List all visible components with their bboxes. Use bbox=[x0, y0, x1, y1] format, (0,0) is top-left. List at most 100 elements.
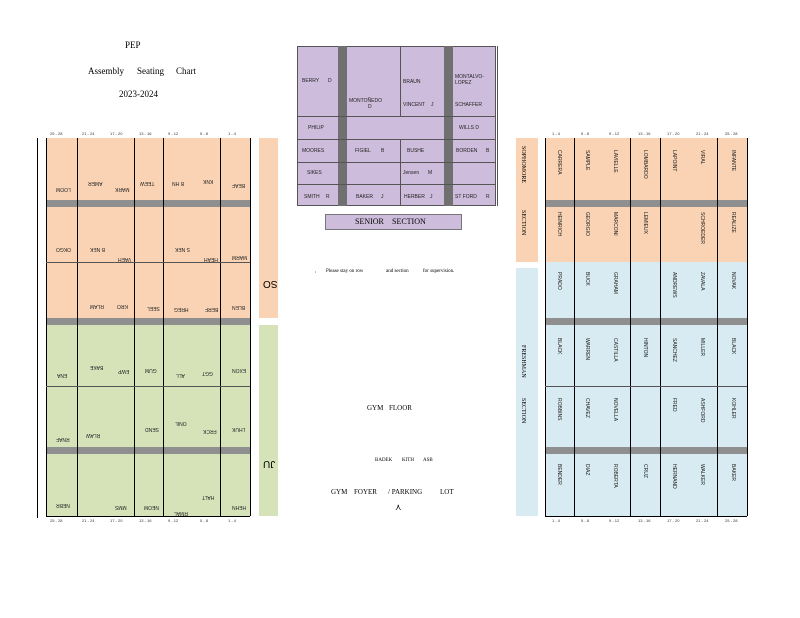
left-block-4 bbox=[46, 454, 250, 516]
left-seat: B NEK bbox=[90, 246, 106, 252]
senior-seat: M bbox=[428, 170, 433, 176]
left-tick-bottom: 5 - 8 bbox=[200, 518, 209, 523]
right-tick-bottom: 25 - 28 bbox=[725, 518, 738, 523]
left-tick-bottom: 9 - 12 bbox=[168, 518, 179, 523]
right-block-2 bbox=[545, 207, 747, 262]
right-seat: HINTON bbox=[642, 338, 648, 358]
left-seat: ALL bbox=[176, 372, 185, 378]
right-tick-bottom: 5 - 8 bbox=[581, 518, 590, 523]
left-seat: KNK bbox=[203, 178, 214, 184]
right-seat: BLACK bbox=[556, 338, 562, 355]
left-seat: BLEN bbox=[232, 304, 246, 310]
left-tick-bottom: 25 - 28 bbox=[50, 518, 63, 523]
foyer-b: FOYER bbox=[354, 488, 377, 496]
right-seat: BLACK bbox=[730, 338, 736, 355]
right-section-label: FRESHMAN bbox=[520, 345, 526, 378]
left-grid-line bbox=[163, 138, 164, 516]
note-text-b: and section bbox=[386, 269, 409, 274]
right-grid-line bbox=[545, 138, 546, 516]
right-seat: MARCONI bbox=[612, 212, 618, 236]
left-seat: EXON bbox=[232, 367, 247, 373]
senior-seat: MOORES bbox=[302, 148, 325, 154]
left-grid-line bbox=[77, 138, 78, 516]
right-seat: LOMBARDO bbox=[642, 150, 648, 179]
right-block-3 bbox=[545, 262, 747, 318]
senior-seat: BRAUN bbox=[403, 79, 421, 85]
right-seat: FRED bbox=[671, 398, 677, 412]
right-seat: INFANTE bbox=[730, 150, 736, 172]
left-seat: HREG bbox=[174, 306, 189, 312]
left-seat: KRO bbox=[117, 303, 128, 309]
left-seat: OKGO bbox=[56, 246, 72, 252]
right-seat: SAMPLE bbox=[584, 150, 590, 171]
senior-seat: BAKER bbox=[356, 194, 373, 200]
left-grid-line bbox=[220, 138, 221, 516]
right-seat: CRUZ bbox=[642, 464, 648, 478]
left-seat: MARM bbox=[232, 254, 248, 260]
left-seat: RLAM bbox=[90, 303, 104, 309]
left-seat: FRCK bbox=[203, 428, 217, 434]
right-seat: DIAZ bbox=[584, 464, 590, 476]
right-seat: MILLER bbox=[699, 338, 705, 357]
gym-floor-b: FLOOR bbox=[389, 404, 412, 412]
right-seat: SCHROEDER bbox=[699, 212, 705, 244]
left-seat: NEOM bbox=[144, 504, 159, 510]
senior-row-line bbox=[297, 162, 496, 163]
sophomore-label-strip bbox=[259, 138, 278, 318]
senior-seat: Jensen bbox=[403, 170, 420, 176]
left-tick-bottom: 13 - 16 bbox=[139, 518, 152, 523]
right-seat: HEINRICH bbox=[556, 212, 562, 237]
right-section-label: SECTION bbox=[520, 210, 526, 236]
note-text-c: for supervision. bbox=[423, 269, 455, 274]
right-seat: LAPOINT bbox=[671, 150, 677, 172]
senior-aisle-right bbox=[444, 46, 453, 206]
left-tick: 21 - 24 bbox=[82, 131, 95, 136]
right-seat: WALKER bbox=[699, 464, 705, 485]
right-seat: SANCHEZ bbox=[671, 338, 677, 362]
senior-section-bar bbox=[325, 214, 462, 230]
right-seat: PRADO bbox=[556, 272, 562, 290]
left-seat: HEHN bbox=[232, 504, 247, 510]
right-tick: 1 - 4 bbox=[552, 131, 561, 136]
right-seat: LAVIELLE bbox=[612, 150, 618, 173]
title-word-2: Seating bbox=[137, 66, 164, 76]
note-marker: , bbox=[315, 269, 317, 274]
left-tick: 5 - 8 bbox=[200, 131, 209, 136]
senior-seat: B bbox=[381, 148, 385, 154]
right-aisle-1 bbox=[545, 200, 747, 207]
right-seat: REALIZE bbox=[730, 212, 736, 233]
left-seat: LOOM bbox=[56, 186, 71, 192]
senior-label-b: SECTION bbox=[392, 217, 426, 226]
admin-b: KITH bbox=[402, 458, 414, 463]
senior-aisle-left bbox=[338, 46, 347, 206]
senior-seat: SIKES bbox=[307, 170, 322, 176]
senior-seat: SMITH bbox=[304, 194, 320, 200]
senior-seat: WILLS D bbox=[459, 125, 480, 131]
left-aisle-3 bbox=[46, 447, 250, 454]
left-seat: BEAF bbox=[232, 182, 246, 188]
senior-seat: VINCENT bbox=[403, 102, 425, 108]
senior-seat: B bbox=[486, 148, 490, 154]
left-grid-line bbox=[46, 138, 47, 516]
right-grid-line bbox=[660, 138, 661, 516]
right-seat: ASHFORD bbox=[699, 398, 705, 423]
right-tick: 9 - 12 bbox=[609, 131, 620, 136]
entry-arrow-icon: ⋏ bbox=[395, 502, 402, 512]
right-tick: 25 - 28 bbox=[725, 131, 738, 136]
left-row-line bbox=[46, 262, 250, 263]
right-seat: WARREN bbox=[584, 338, 590, 361]
right-block-5 bbox=[545, 454, 747, 516]
left-aisle-2 bbox=[46, 318, 250, 325]
senior-col-line bbox=[400, 46, 401, 116]
right-seat: ROBERTA bbox=[612, 464, 618, 488]
admin-c: ASB bbox=[423, 458, 433, 463]
left-seat: RNAF bbox=[56, 436, 70, 442]
left-tick: 1 - 4 bbox=[228, 131, 237, 136]
left-tick: 25 - 28 bbox=[50, 131, 63, 136]
senior-seat: MONTALVO-LOPEZ bbox=[455, 74, 484, 86]
freshman-label-strip-right bbox=[516, 268, 538, 516]
left-section-label: JU bbox=[263, 458, 276, 469]
left-seat: B HN bbox=[172, 180, 184, 186]
school-year: 2023-2024 bbox=[119, 89, 158, 99]
right-seat: NOVELLA bbox=[612, 398, 618, 422]
